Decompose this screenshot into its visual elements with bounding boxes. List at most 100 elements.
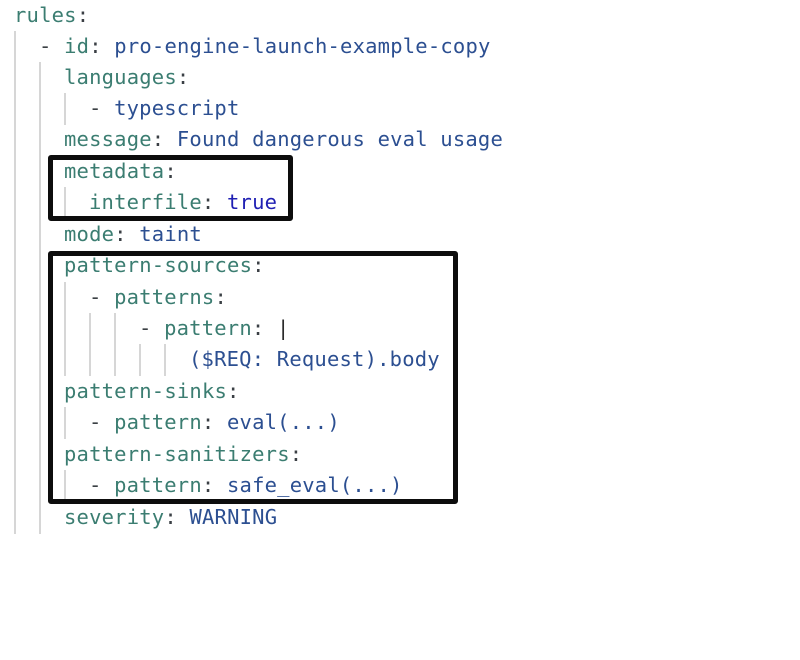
code-line-sink-pattern: - pattern: eval(...) — [0, 407, 340, 439]
indent-guide — [64, 282, 66, 314]
yaml-key: interfile — [89, 190, 202, 214]
yaml-colon: : — [201, 410, 215, 434]
indent-guide — [39, 93, 41, 125]
indent-guide — [14, 219, 16, 251]
yaml-key: id — [64, 34, 90, 58]
yaml-key: pattern — [114, 473, 202, 497]
indent-guide — [114, 313, 116, 345]
indent-guide — [39, 470, 41, 502]
indent-guide — [14, 62, 16, 94]
code-line-severity: severity: WARNING — [0, 502, 277, 534]
yaml-value: Found dangerous eval usage — [176, 127, 503, 151]
code-line-pattern-block: - pattern: | — [0, 313, 289, 345]
yaml-colon: : — [164, 159, 177, 183]
indent-guide — [14, 250, 16, 282]
indent-guide — [39, 407, 41, 439]
indent-guide — [14, 313, 16, 345]
indent-guide — [14, 31, 16, 63]
code-line-patterns: - patterns: — [0, 282, 227, 314]
indent-guide — [14, 502, 16, 534]
yaml-dash: - — [89, 96, 102, 120]
yaml-block-indicator: | — [276, 316, 290, 340]
yaml-colon: : — [201, 190, 215, 214]
yaml-key: pattern — [114, 410, 202, 434]
code-line-typescript: - typescript — [0, 93, 239, 125]
yaml-dash: - — [39, 34, 52, 58]
indent-guide — [64, 407, 66, 439]
indent-guide — [14, 124, 16, 156]
code-line-languages: languages: — [0, 62, 189, 94]
code-line-request-body: ($REQ: Request).body — [0, 344, 440, 376]
indent-guide — [14, 376, 16, 408]
indent-guide — [139, 344, 141, 376]
indent-guide — [39, 156, 41, 188]
indent-guide — [39, 124, 41, 156]
yaml-value: safe_eval(...) — [226, 473, 403, 497]
indent-guide — [64, 344, 66, 376]
indent-guide — [14, 187, 16, 219]
yaml-dash: - — [89, 410, 102, 434]
indent-guide — [39, 282, 41, 314]
yaml-dash: - — [139, 316, 152, 340]
yaml-key: pattern-sinks — [64, 379, 228, 403]
code-line-sanitizer-pattern: - pattern: safe_eval(...) — [0, 470, 402, 502]
indent-guide — [89, 313, 91, 345]
indent-guide — [114, 344, 116, 376]
yaml-key: rules — [14, 3, 77, 27]
yaml-key: pattern — [164, 316, 252, 340]
indent-guide — [14, 282, 16, 314]
code-line-pattern-sinks: pattern-sinks: — [0, 376, 239, 408]
yaml-value: eval(...) — [226, 410, 340, 434]
code-line-id: - id: pro-engine-launch-example-copy — [0, 31, 490, 63]
indent-guide — [39, 376, 41, 408]
code-line-metadata: metadata: — [0, 156, 177, 188]
indent-guide — [14, 156, 16, 188]
yaml-value: taint — [139, 222, 202, 246]
code-line-rules: rules: — [0, 0, 89, 32]
code-line-pattern-sanitizers: pattern-sanitizers: — [0, 439, 302, 471]
indent-guide — [14, 439, 16, 471]
yaml-value: pro-engine-launch-example-copy — [114, 34, 491, 58]
indent-guide — [39, 187, 41, 219]
yaml-dash: - — [89, 285, 102, 309]
indent-guide — [14, 470, 16, 502]
yaml-value: typescript — [114, 96, 240, 120]
yaml-key: pattern-sources — [64, 253, 253, 277]
indent-guide — [39, 250, 41, 282]
yaml-colon: : — [201, 473, 215, 497]
yaml-key: severity — [64, 505, 165, 529]
yaml-key: pattern-sanitizers — [64, 442, 290, 466]
yaml-colon: : — [289, 442, 303, 466]
indent-guide — [39, 313, 41, 345]
indent-guide — [89, 344, 91, 376]
yaml-code-editor[interactable]: rules: - id: pro-engine-launch-example-c… — [0, 0, 800, 540]
yaml-key: mode — [64, 222, 115, 246]
yaml-key: patterns — [114, 285, 215, 309]
indent-guide — [64, 93, 66, 125]
yaml-colon: : — [164, 505, 177, 529]
indent-guide — [14, 93, 16, 125]
code-line-pattern-sources: pattern-sources: — [0, 250, 264, 282]
yaml-colon: : — [76, 3, 90, 27]
indent-guide — [64, 470, 66, 502]
code-line-message: message: Found dangerous eval usage — [0, 124, 503, 156]
yaml-colon: : — [227, 379, 240, 403]
yaml-key: metadata — [64, 159, 165, 183]
indent-guide — [64, 187, 66, 219]
yaml-colon: : — [214, 285, 227, 309]
indent-guide — [39, 344, 41, 376]
yaml-colon: : — [176, 65, 190, 89]
yaml-key: languages — [64, 65, 177, 89]
yaml-value: WARNING — [189, 505, 278, 529]
indent-guide — [164, 344, 166, 376]
yaml-colon: : — [251, 316, 265, 340]
yaml-boolean-value: true — [226, 190, 278, 214]
indent-guide — [14, 407, 16, 439]
yaml-colon: : — [151, 127, 165, 151]
yaml-colon: : — [252, 253, 265, 277]
code-line-interfile: interfile: true — [0, 187, 277, 219]
yaml-colon: : — [114, 222, 127, 246]
indent-guide — [39, 502, 41, 534]
indent-guide — [64, 313, 66, 345]
indent-guide — [39, 62, 41, 94]
